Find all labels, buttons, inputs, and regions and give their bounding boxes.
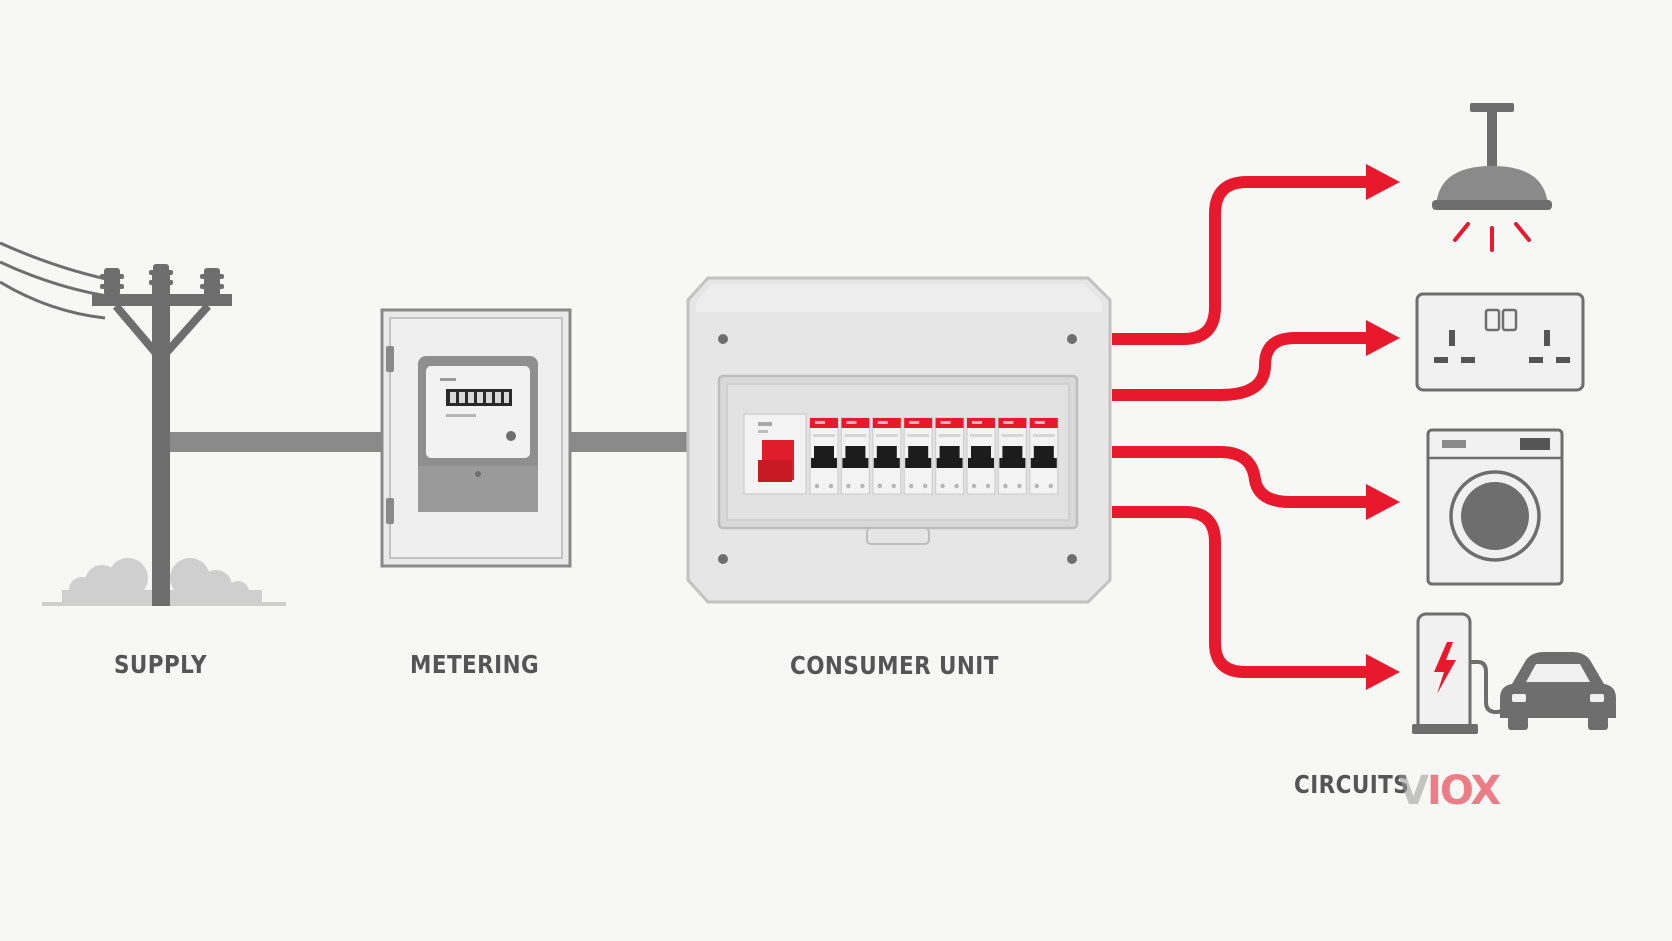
pole-brace [112,303,159,355]
watermark-v: V [1398,768,1429,814]
breaker-row [809,417,1059,495]
arrowhead-socket [1366,320,1400,356]
feed-cable-supply-to-meter [170,432,382,452]
ev-charger-icon [1412,612,1508,734]
arrowhead-lighting [1366,164,1400,200]
cabinet-hinge [386,498,394,524]
label-consumer-unit: CONSUMER UNIT [790,651,999,680]
pole-crossarm [92,294,232,306]
circuit-breaker [903,417,933,495]
window-latch [866,527,930,545]
label-circuits: CIRCUITS [1294,770,1410,799]
circuit-arrowheads [1366,164,1400,690]
light-rays [1453,222,1531,252]
wall-socket-icon [1415,292,1585,392]
pole-shaft [152,272,170,606]
circuit-breaker [934,417,965,495]
ceiling-light-icon [1432,103,1552,252]
circuit-breaker [966,417,996,495]
electric-meter-icon [380,308,572,568]
washing-machine-icon [1426,428,1564,586]
arrowhead-appliance [1366,484,1400,520]
enclosure-screws [718,334,1077,564]
consumer-unit-icon [686,276,1112,604]
circuit-breaker [840,417,871,495]
meter-led [506,431,516,441]
utility-pole-icon [0,241,286,606]
circuit-breaker [1029,417,1059,495]
circuit-breaker [997,417,1028,495]
lightning-bolt-icon [1434,642,1456,694]
circuit-wire-socket [1112,332,1371,401]
circuit-wire-appliance [1112,446,1371,508]
power-line [0,280,106,320]
label-supply: SUPPLY [114,650,207,679]
arrowhead-ev [1366,654,1400,690]
circuit-wire-lighting [1112,176,1371,345]
label-metering: METERING [410,650,540,679]
cabinet-hinge [386,346,394,372]
feed-cable-meter-to-unit [570,432,688,452]
main-switch [743,413,807,495]
circuit-wires [1112,176,1371,678]
circuit-breaker [872,417,902,495]
pole-insulators [100,264,224,296]
watermark-iox: IOX [1426,768,1501,814]
pole-brace [164,303,211,355]
viox-watermark-logo: VIOX [1398,768,1501,814]
circuit-wire-ev [1112,506,1371,678]
circuit-breaker [809,417,839,495]
car-icon [1500,652,1616,730]
